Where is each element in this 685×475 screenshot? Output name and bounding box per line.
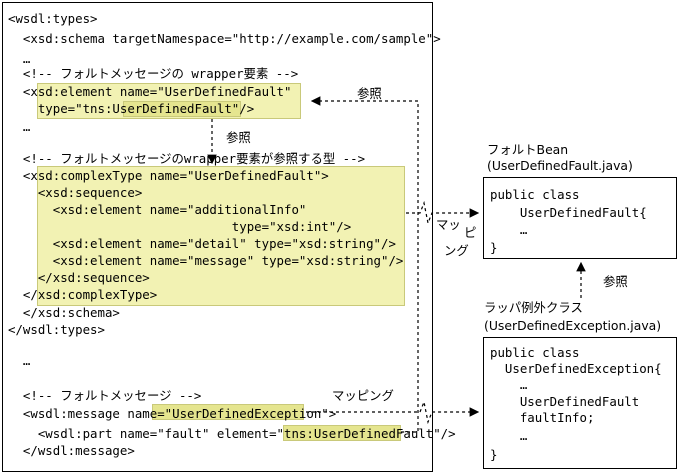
code-line: <wsdl:part name="fault" element="tns:Use… bbox=[8, 426, 456, 441]
wrapper-class-line: public class bbox=[490, 345, 580, 360]
code-line: … bbox=[8, 119, 31, 134]
code-line: <xsd:element name="message" type="xsd:st… bbox=[8, 253, 404, 268]
fault-bean-title: フォルトBean bbox=[487, 142, 569, 157]
ref-label-right: 参照 bbox=[603, 274, 628, 289]
code-line: <xsd:sequence> bbox=[8, 185, 143, 200]
wrapper-class-line: faultInfo; bbox=[490, 410, 595, 425]
fault-bean-line: public class bbox=[490, 187, 580, 202]
fault-bean-line: … bbox=[490, 222, 528, 237]
mapping-label-2: ピ bbox=[464, 225, 477, 240]
code-line: … bbox=[8, 51, 31, 66]
fault-bean-file: (UserDefinedFault.java) bbox=[487, 158, 633, 173]
code-line: <xsd:element name="detail" type="xsd:str… bbox=[8, 236, 396, 251]
wrapper-class-box bbox=[483, 337, 677, 469]
code-line: </wsdl:message> bbox=[8, 443, 135, 458]
fault-bean-line: } bbox=[490, 240, 498, 255]
code-line: type="xsd:int"/> bbox=[8, 219, 352, 234]
wrapper-class-title: ラッパ例外クラス bbox=[484, 300, 583, 315]
tns-fault-highlight bbox=[123, 101, 241, 117]
mapping-label-3: ング bbox=[444, 243, 469, 258]
wrapper-class-line: … bbox=[490, 377, 528, 392]
code-line: </xsd:schema> bbox=[8, 305, 120, 320]
mapping-label-1: マッ bbox=[436, 217, 461, 232]
code-line: </xsd:complexType> bbox=[8, 287, 158, 302]
mapping-arrow-middle bbox=[406, 200, 480, 226]
wrapper-class-line: … bbox=[490, 428, 528, 443]
code-line: <wsdl:types> bbox=[8, 11, 98, 26]
wrapper-class-file: (UserDefinedException.java) bbox=[484, 318, 662, 333]
code-line: <xsd:complexType name="UserDefinedFault"… bbox=[8, 168, 329, 183]
ref-label-middle: 参照 bbox=[226, 130, 251, 145]
code-line: <xsd:element name="additionalInfo" bbox=[8, 202, 307, 217]
code-line: <wsdl:message name="UserDefinedException… bbox=[8, 406, 337, 421]
ref-label-top: 参照 bbox=[357, 86, 382, 101]
wrapper-class-line: } bbox=[490, 447, 498, 462]
code-line: <xsd:schema targetNamespace="http://exam… bbox=[8, 31, 441, 46]
wrapper-class-line: UserDefinedFault bbox=[490, 394, 640, 409]
mapping-label-bottom: マッピング bbox=[332, 388, 394, 403]
code-line: type="tns:UserDefinedFault"/> bbox=[8, 101, 255, 116]
code-line: </xsd:sequence> bbox=[8, 270, 150, 285]
code-line: … bbox=[8, 353, 31, 368]
complex-type-highlight bbox=[37, 166, 405, 306]
fault-bean-line: UserDefinedFault{ bbox=[490, 205, 647, 220]
ref-arrow-top bbox=[310, 96, 419, 433]
mapping-arrow-bottom bbox=[306, 399, 480, 425]
element-fault-highlight bbox=[283, 425, 401, 441]
code-line: <!-- フォルトメッセージ --> bbox=[8, 388, 202, 403]
code-line: <xsd:element name="UserDefinedFault" bbox=[8, 84, 292, 99]
exception-name-highlight bbox=[152, 404, 304, 420]
fault-bean-box bbox=[483, 177, 677, 259]
code-line: </wsdl:types> bbox=[8, 322, 105, 337]
code-line: <!-- フォルトメッセージの wrapper要素 --> bbox=[8, 66, 299, 81]
code-line: <!-- フォルトメッセージのwrapper要素が参照する型 --> bbox=[8, 151, 366, 166]
wrapper-class-line: UserDefinedException{ bbox=[490, 361, 662, 376]
